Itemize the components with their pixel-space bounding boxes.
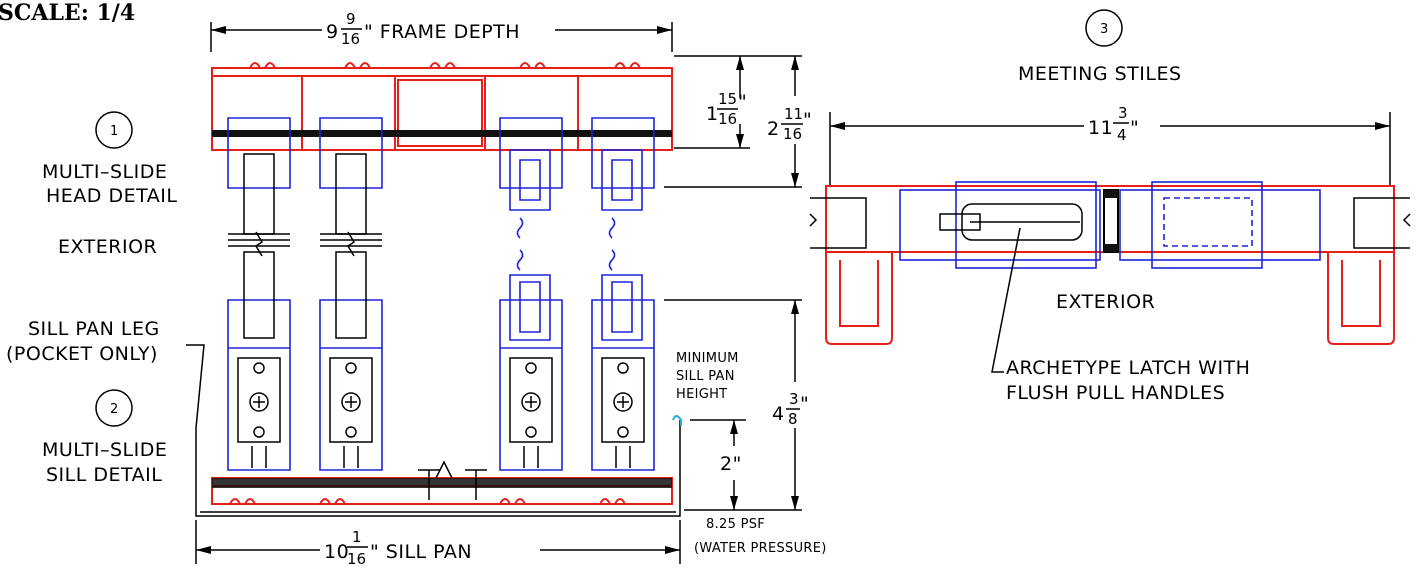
stile-dim-suffix: " (1130, 117, 1139, 139)
frame-depth-dimension: 9 9 16 " FRAME DEPTH (210, 10, 673, 52)
psf-2: (WATER PRESSURE) (694, 541, 827, 556)
sill-dim-num: 3 (789, 390, 799, 408)
min-sill-3: HEIGHT (676, 387, 727, 402)
sill-pan-leg-label: SILL PAN LEG (POCKET ONLY) (6, 318, 205, 429)
sill-pan-dimension: 10 1 16 " SILL PAN (195, 520, 681, 568)
sill-dim-suffix: " (800, 393, 809, 415)
sill-pan-den: 16 (347, 550, 366, 568)
detail-2-label: 2 MULTI–SLIDE SILL DETAIL (42, 389, 167, 486)
scale-label: SCALE: 1/4 (0, 0, 135, 26)
stile-dim-num: 3 (1118, 104, 1128, 122)
min-sill-2: SILL PAN (676, 369, 735, 384)
head-dim-1-den: 16 (718, 110, 737, 128)
detail-3-label: 3 MEETING STILES (1018, 9, 1182, 85)
psf-1: 8.25 PSF (706, 517, 765, 532)
stile-width-dimension: 11 3 4 " (829, 104, 1391, 186)
head-frame-profile (211, 62, 673, 151)
head-dim-2-num: 11 (784, 105, 803, 123)
frame-depth-den: 16 (341, 30, 360, 48)
sill-pan (195, 415, 682, 517)
head-dim-1-whole: 1 (706, 103, 719, 125)
sill-glass (228, 233, 382, 339)
detail-1-side: EXTERIOR (58, 236, 157, 258)
head-dim-2-suffix: " (803, 109, 812, 131)
sill-pan-num: 1 (352, 528, 362, 546)
detail-1-title-1: MULTI–SLIDE (42, 161, 167, 183)
sill-rollers (237, 357, 645, 468)
detail-3-number: 3 (1100, 22, 1109, 37)
detail-1-title-2: HEAD DETAIL (46, 185, 177, 207)
head-dim-2-den: 16 (783, 125, 802, 143)
sill-panels (227, 249, 655, 471)
sill-pan-leg-1: SILL PAN LEG (28, 318, 160, 340)
head-dim-1-num: 15 (718, 90, 737, 108)
sill-dim-den: 8 (788, 410, 798, 428)
detail-2-title-2: SILL DETAIL (46, 464, 162, 486)
sill-pan-label: " SILL PAN (370, 541, 472, 563)
frame-depth-whole: 9 (326, 21, 339, 43)
detail-2-number: 2 (110, 402, 119, 417)
min-sill-1: MINIMUM (676, 351, 739, 366)
frame-depth-num: 9 (346, 10, 356, 28)
detail-1-label: 1 MULTI–SLIDE HEAD DETAIL EXTERIOR (42, 111, 177, 258)
head-dim-1-suffix: " (738, 91, 747, 113)
stile-dim-whole: 11 (1088, 117, 1113, 139)
sill-dimensions: 4 3 8 " 2" MINIMUM SILL PAN HEIGHT 8.25 … (664, 299, 827, 556)
sill-frame-profile (211, 460, 673, 505)
detail-3-side: EXTERIOR (1056, 291, 1155, 313)
frame-depth-label: " FRAME DEPTH (364, 21, 520, 43)
detail-3-callouts: EXTERIOR ARCHETYPE LATCH WITH FLUSH PULL… (991, 227, 1250, 404)
latch-callout-2: FLUSH PULL HANDLES (1006, 382, 1225, 404)
detail-3-title: MEETING STILES (1018, 63, 1182, 85)
meeting-stiles-profile (809, 181, 1411, 345)
min-pan-height-dim: 2" (720, 453, 742, 475)
detail-1-number: 1 (110, 124, 119, 139)
sill-dim-whole: 4 (772, 403, 785, 425)
sill-pan-leg-2: (POCKET ONLY) (6, 343, 158, 365)
head-dim-2-whole: 2 (767, 118, 780, 140)
stile-dim-den: 4 (1117, 126, 1127, 144)
head-dimensions: 1 15 16 " 2 11 16 " (664, 55, 812, 188)
head-glass (228, 153, 382, 257)
head-panels (227, 117, 655, 239)
latch-callout-1: ARCHETYPE LATCH WITH (1006, 357, 1250, 379)
detail-2-title-1: MULTI–SLIDE (42, 439, 167, 461)
sill-pan-whole: 10 (324, 541, 349, 563)
